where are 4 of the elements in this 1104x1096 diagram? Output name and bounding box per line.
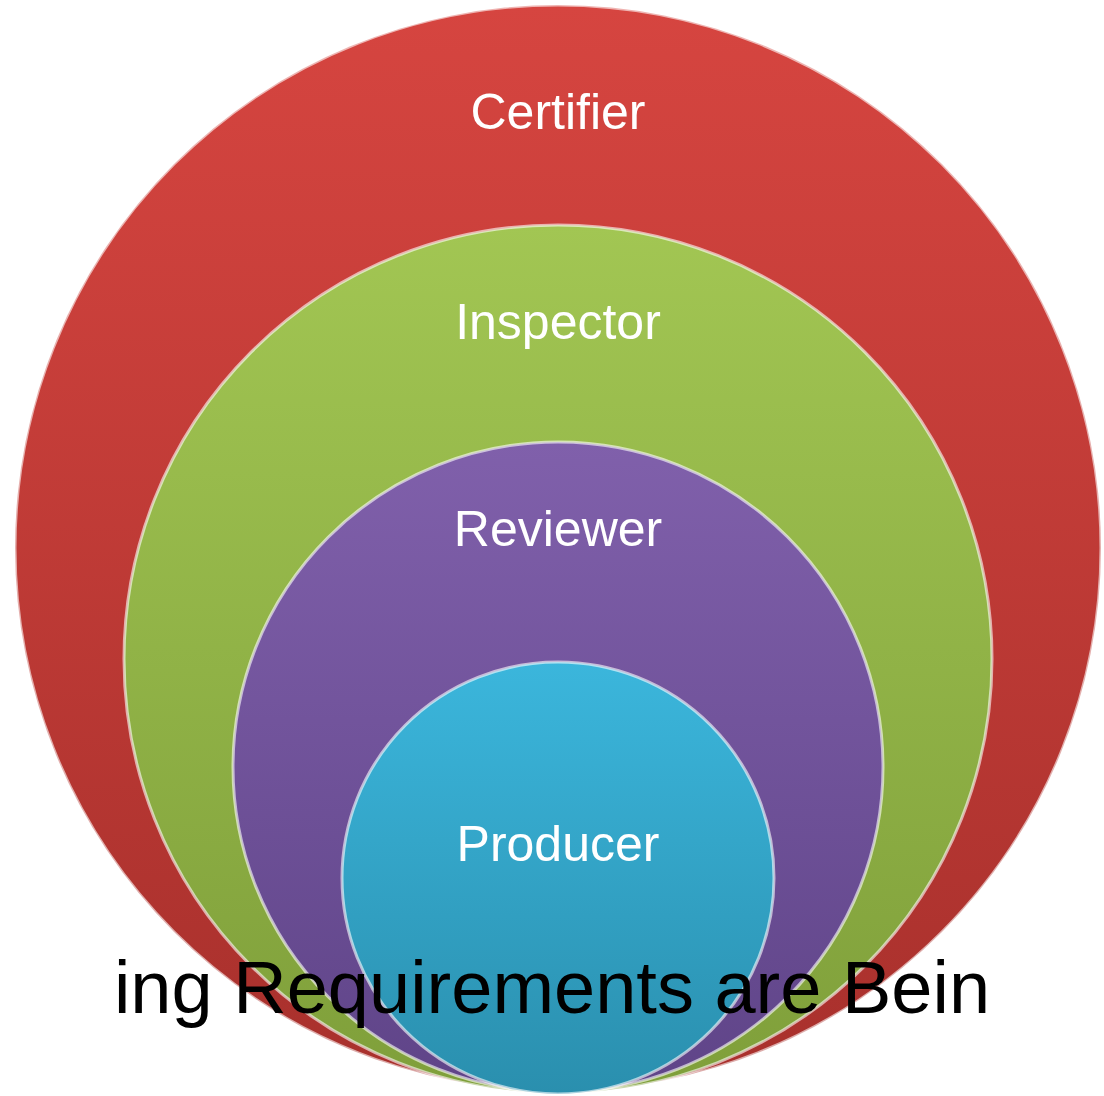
role-label: Producer	[455, 815, 661, 873]
role-label: Reviewer	[452, 500, 664, 558]
role-label: Inspector	[454, 293, 662, 351]
role-label: Certifier	[469, 83, 647, 141]
